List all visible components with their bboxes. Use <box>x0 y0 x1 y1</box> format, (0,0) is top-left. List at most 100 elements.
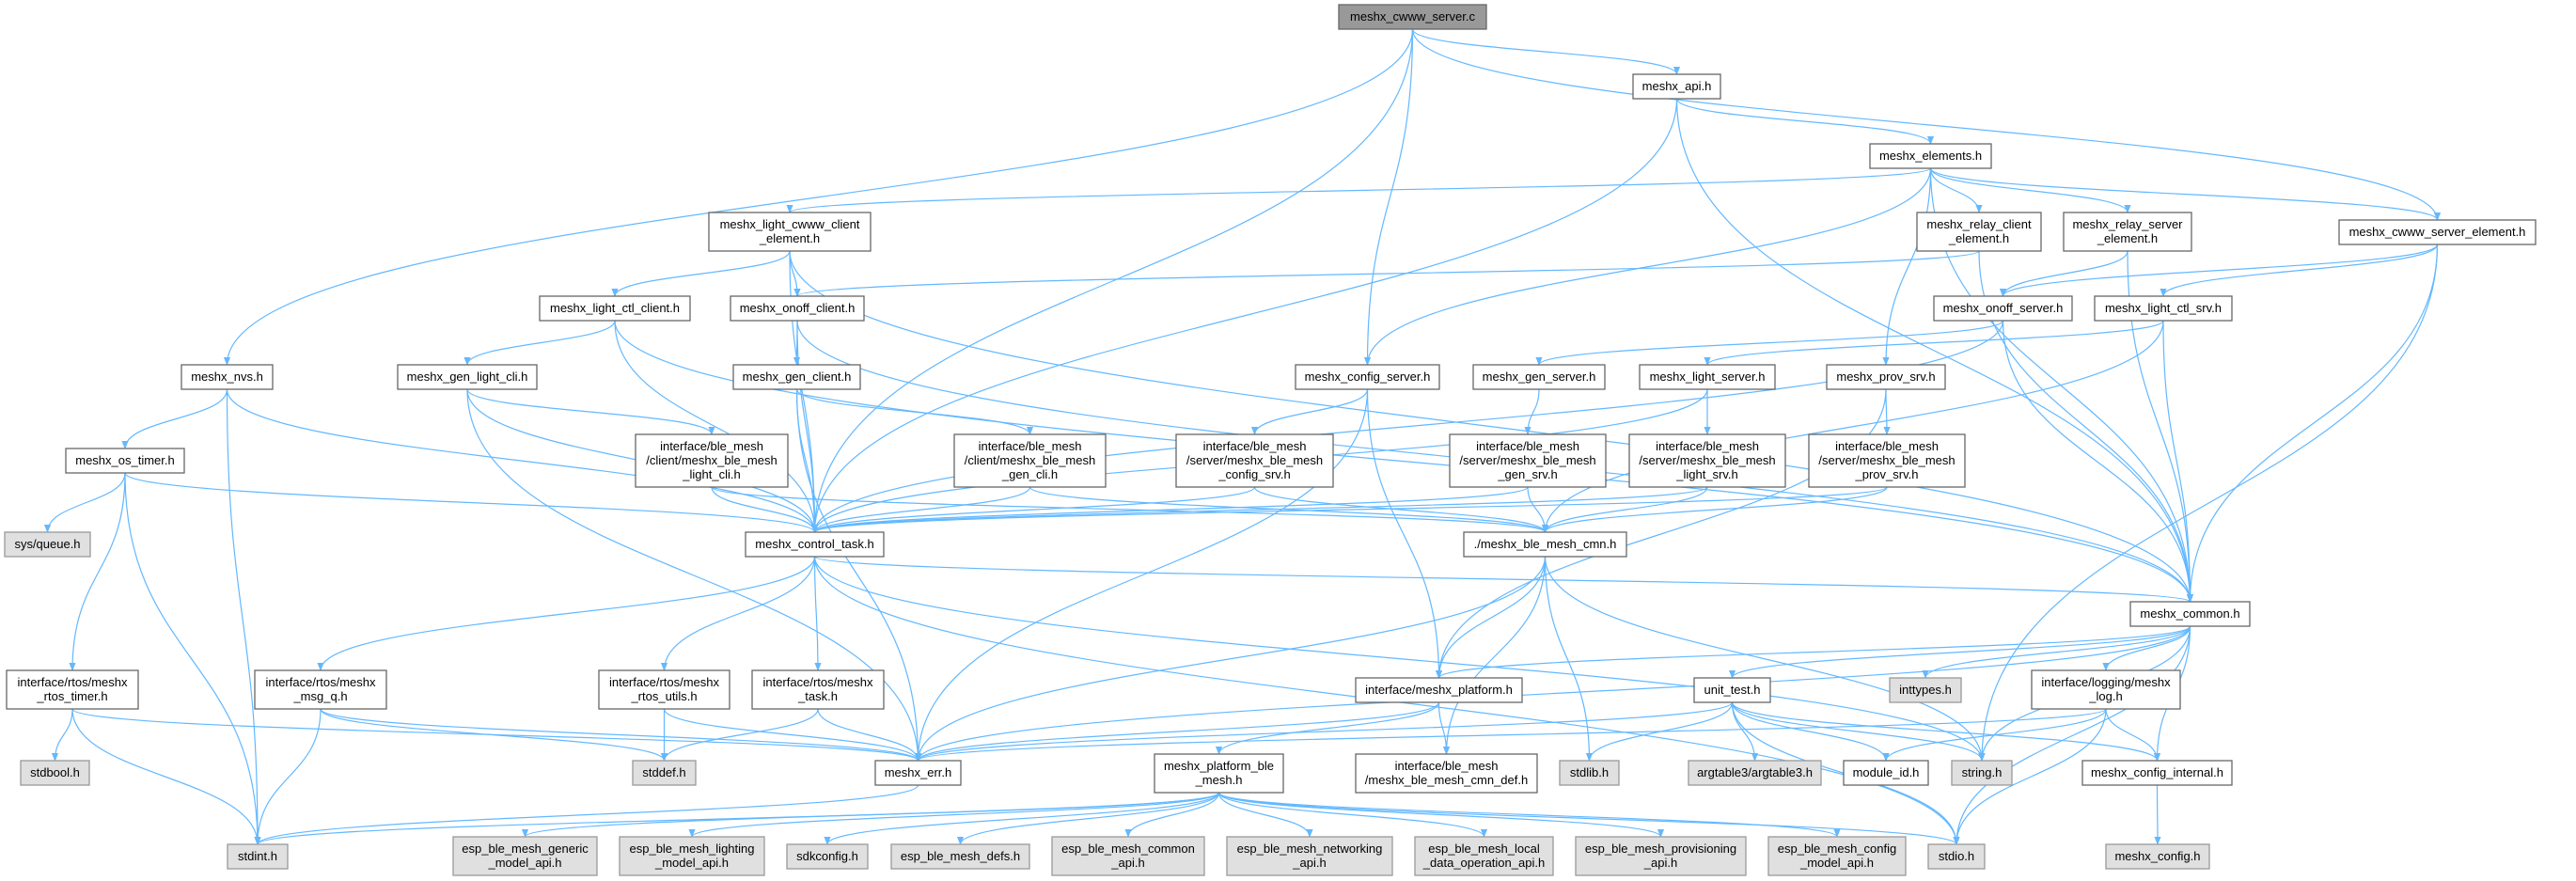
node-box <box>786 843 869 870</box>
node-interface-logging-meshx-log-h[interactable]: interface/logging/meshx_log.h <box>2031 669 2181 710</box>
node-box <box>6 669 139 710</box>
node-interface-rtos-meshx-rtos-timer-h[interactable]: interface/rtos/meshx_rtos_timer.h <box>6 669 139 710</box>
node-label: _data_operation_api.h <box>1422 856 1545 870</box>
node-sys-queue-h: sys/queue.h <box>4 531 91 558</box>
node-box <box>1414 836 1554 876</box>
node-meshx-api-h[interactable]: meshx_api.h <box>1632 73 1721 100</box>
node-label: _rtos_utils.h <box>630 689 697 703</box>
edge-pbm-to-provisioning <box>1217 792 1664 838</box>
edge-ilc-to-ctask <box>711 486 819 533</box>
edge-platform-to-err <box>915 701 1440 762</box>
node-meshx-elements-h[interactable]: meshx_elements.h <box>1869 143 1992 169</box>
node-meshx-nvs-h[interactable]: meshx_nvs.h <box>181 364 274 390</box>
node-label: meshx_relay_server <box>2072 217 2183 231</box>
node-box <box>1175 433 1334 488</box>
node-box <box>1355 677 1523 703</box>
node-meshx-common-h[interactable]: meshx_common.h <box>2129 601 2251 627</box>
node-label: esp_ble_mesh_generic <box>462 842 589 856</box>
node-box <box>890 843 1030 870</box>
node-meshx-control-task-h[interactable]: meshx_control_task.h <box>745 531 885 558</box>
node-meshx-err-h[interactable]: meshx_err.h <box>874 760 962 786</box>
node-label: string.h <box>1962 765 2003 779</box>
edge-lctlc-to-glc <box>463 320 616 366</box>
node-sdkconfig-h: sdkconfig.h <box>786 843 869 870</box>
node-meshx-cwww-server-element-h[interactable]: meshx_cwww_server_element.h <box>2338 219 2537 245</box>
node-label: unit_test.h <box>1704 683 1761 697</box>
node-interface-ble-mesh-server-meshx-ble-mesh-config-srv-h[interactable]: interface/ble_mesh/server/meshx_ble_mesh… <box>1175 433 1334 488</box>
node-meshx-cwww-server-c[interactable]: meshx_cwww_server.c <box>1338 4 1487 30</box>
edge-nvs-to-ostimer <box>121 388 228 449</box>
node-meshx-onoff-server-h[interactable]: meshx_onoff_server.h <box>1933 295 2073 322</box>
node-label: meshx_elements.h <box>1879 149 1982 163</box>
node-meshx-light-server-h[interactable]: meshx_light_server.h <box>1639 364 1776 390</box>
node-box <box>1628 433 1786 488</box>
node-label: _api.h <box>1110 856 1144 870</box>
node-meshx-config-server-h[interactable]: meshx_config_server.h <box>1295 364 1440 390</box>
node-meshx-relay-server-element-h[interactable]: meshx_relay_server_element.h <box>2063 212 2192 252</box>
edge-elements-to-cwwwse <box>1929 167 2441 221</box>
edge-cfgs-to-err <box>914 388 1369 762</box>
node-box <box>2063 212 2192 252</box>
edge-common-to-log <box>2102 625 2191 671</box>
node-label: esp_ble_mesh_local <box>1428 842 1540 856</box>
node-interface-rtos-meshx-task-h[interactable]: interface/rtos/meshx_task.h <box>751 669 885 710</box>
node-meshx-gen-client-h[interactable]: meshx_gen_client.h <box>732 364 861 390</box>
node-meshx-gen-server-h[interactable]: meshx_gen_server.h <box>1472 364 1606 390</box>
node-box <box>1295 364 1440 390</box>
node-box <box>1693 677 1771 703</box>
node-interface-ble-mesh-client-meshx-ble-mesh-gen-cli-h[interactable]: interface/ble_mesh/client/meshx_ble_mesh… <box>953 433 1107 488</box>
node-box <box>1688 760 1822 786</box>
node-box <box>20 760 90 786</box>
node-box <box>1226 836 1393 876</box>
node-interface-ble-mesh-server-meshx-ble-mesh-gen-srv-h[interactable]: interface/ble_mesh/server/meshx_ble_mesh… <box>1449 433 1607 488</box>
node-box <box>619 836 765 876</box>
edge-api-to-common <box>1675 98 2194 603</box>
node-box <box>598 669 730 710</box>
node-interface-ble-mesh-server-meshx-ble-mesh-prov-srv-h[interactable]: interface/ble_mesh/server/meshx_ble_mesh… <box>1808 433 1966 488</box>
node-interface-ble-mesh-meshx-ble-mesh-cmn-def-h[interactable]: interface/ble_mesh/meshx_ble_mesh_cmn_de… <box>1355 753 1538 794</box>
node-label: interface/logging/meshx <box>2041 675 2171 689</box>
edge-pbm-to-generic <box>522 792 1220 838</box>
node-meshx-light-ctl-srv-h[interactable]: meshx_light_ctl_srv.h <box>2094 295 2233 322</box>
node-meshx-light-cwww-client-element-h[interactable]: meshx_light_cwww_client_element.h <box>708 212 872 252</box>
node-meshx-ble-mesh-cmn-h[interactable]: ./meshx_ble_mesh_cmn.h <box>1463 531 1627 558</box>
node-interface-rtos-meshx-rtos-utils-h[interactable]: interface/rtos/meshx_rtos_utils.h <box>598 669 730 710</box>
node-interface-ble-mesh-client-meshx-ble-mesh-light-cli-h[interactable]: interface/ble_mesh/client/meshx_ble_mesh… <box>635 433 789 488</box>
node-meshx-os-timer-h[interactable]: meshx_os_timer.h <box>65 448 185 474</box>
node-box <box>181 364 274 390</box>
edge-cwwwse-to-string <box>1978 244 2439 762</box>
node-unit-test-h[interactable]: unit_test.h <box>1693 677 1771 703</box>
node-meshx-light-ctl-client-h[interactable]: meshx_light_ctl_client.h <box>539 295 691 322</box>
node-meshx-onoff-client-h[interactable]: meshx_onoff_client.h <box>730 295 865 322</box>
node-box <box>1355 753 1538 794</box>
node-meshx-platform-ble-mesh-h[interactable]: meshx_platform_ble_mesh.h <box>1154 753 1284 794</box>
node-box <box>1449 433 1607 488</box>
node-interface-rtos-meshx-msg-q-h[interactable]: interface/rtos/meshx_msg_q.h <box>254 669 387 710</box>
node-box <box>874 760 962 786</box>
node-meshx-config-internal-h[interactable]: meshx_config_internal.h <box>2081 760 2233 786</box>
node-label: esp_ble_mesh_common <box>1061 842 1195 856</box>
node-box <box>65 448 185 474</box>
node-meshx-prov-srv-h[interactable]: meshx_prov_srv.h <box>1826 364 1946 390</box>
edge-root-to-ctask <box>810 28 1414 533</box>
node-label: interface/meshx_platform.h <box>1365 683 1513 697</box>
node-interface-meshx-platform-h[interactable]: interface/meshx_platform.h <box>1355 677 1523 703</box>
edge-cwwwse-to-onoffs <box>2000 244 2439 297</box>
node-label: inttypes.h <box>1899 683 1952 697</box>
node-label: _api.h <box>1292 856 1326 870</box>
node-argtable3-argtable3-h: argtable3/argtable3.h <box>1688 760 1822 786</box>
node-meshx-gen-light-cli-h[interactable]: meshx_gen_light_cli.h <box>397 364 538 390</box>
node-meshx-relay-client-element-h[interactable]: meshx_relay_client_element.h <box>1916 212 2042 252</box>
node-interface-ble-mesh-server-meshx-ble-mesh-light-srv-h[interactable]: interface/ble_mesh/server/meshx_ble_mesh… <box>1628 433 1786 488</box>
edge-pbm-to-localdata <box>1217 792 1488 838</box>
edge-pbm-to-configmodel <box>1217 792 1841 838</box>
node-esp-ble-mesh-networking-api-h: esp_ble_mesh_networking_api.h <box>1226 836 1393 876</box>
node-box <box>397 364 538 390</box>
node-meshx-config-h: meshx_config.h <box>2105 843 2210 870</box>
node-label: interface/rtos/meshx <box>609 675 720 689</box>
node-label: interface/ble_mesh <box>1203 439 1307 453</box>
node-box <box>2094 295 2233 322</box>
node-label: interface/ble_mesh <box>1395 759 1499 773</box>
edge-elements-to-rce <box>1929 167 1983 213</box>
node-module-id-h[interactable]: module_id.h <box>1843 760 1929 786</box>
